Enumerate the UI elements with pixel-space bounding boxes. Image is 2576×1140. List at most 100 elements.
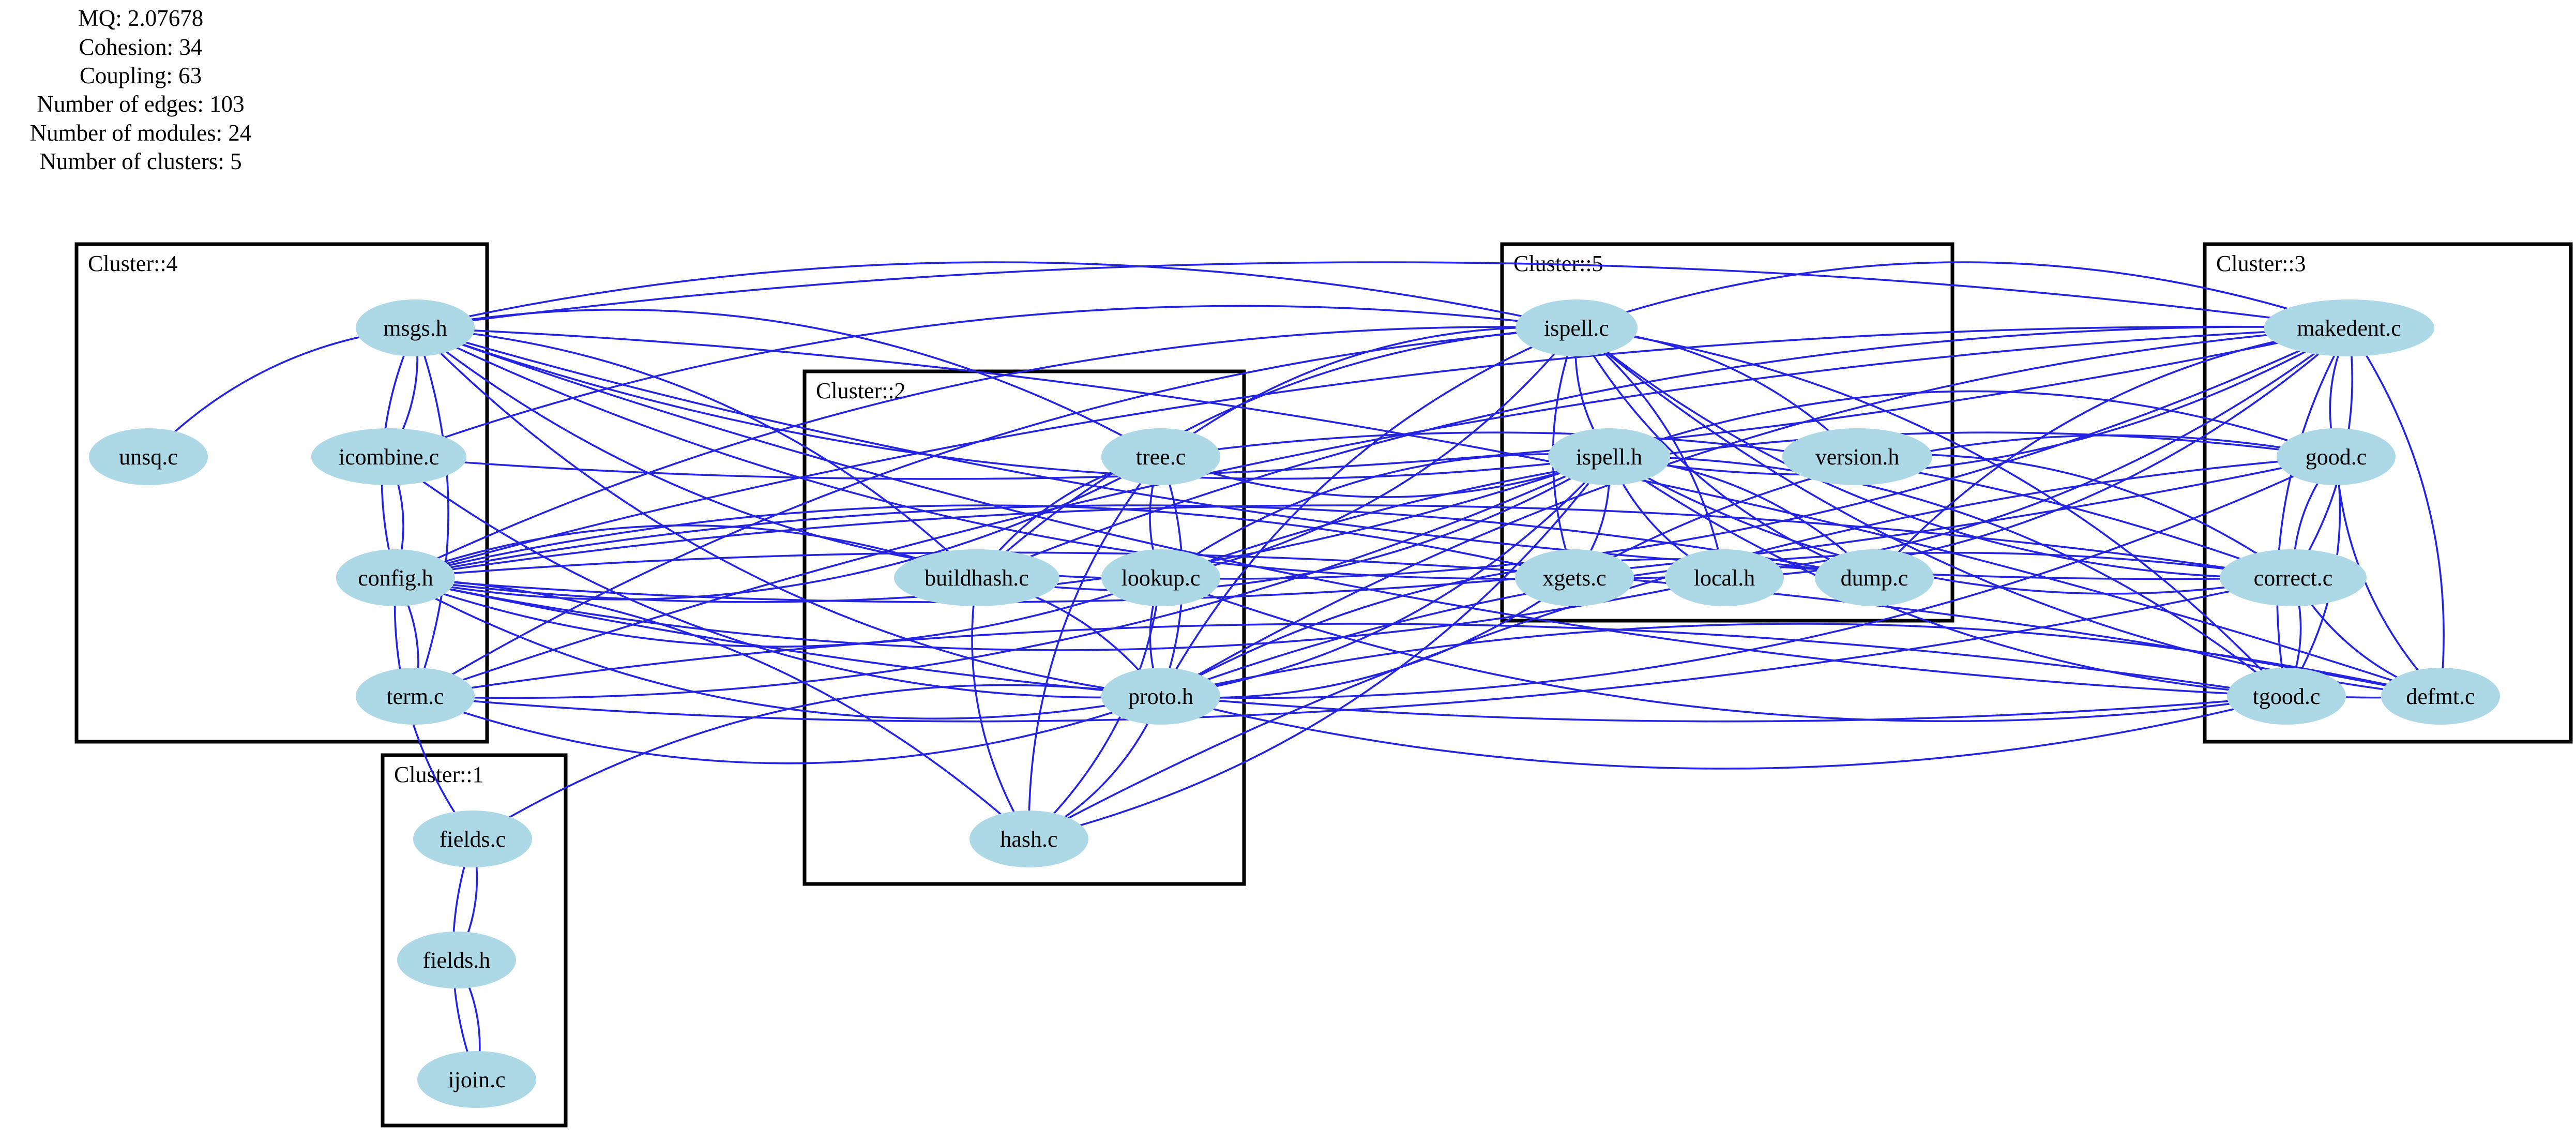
node-ispell_c[interactable]: ispell.c [1516, 299, 1638, 356]
node-tgood_c[interactable]: tgood.c [2227, 668, 2346, 725]
node-ellipse[interactable] [89, 428, 208, 485]
edge-ispell_c-to-tgood_c [1576, 327, 2287, 697]
node-unsq_c[interactable]: unsq.c [89, 428, 208, 485]
node-ellipse[interactable] [1548, 428, 1670, 485]
node-version_h[interactable]: version.h [1782, 428, 1932, 485]
node-xgets_c[interactable]: xgets.c [1515, 549, 1634, 606]
node-defmt_c[interactable]: defmt.c [2381, 668, 2500, 725]
node-msgs_h[interactable]: msgs.h [356, 299, 475, 356]
node-ellipse[interactable] [1665, 549, 1784, 606]
node-ellipse[interactable] [894, 549, 1059, 606]
node-ellipse[interactable] [356, 668, 475, 725]
node-ellipse[interactable] [1782, 428, 1932, 485]
node-label: good.c [2306, 444, 2367, 470]
edge-ispell_c-to-dump_c [1575, 327, 1875, 579]
node-local_h[interactable]: local.h [1665, 549, 1784, 606]
edge-tree_c-to-ispell_h [1160, 456, 1610, 498]
node-ispell_h[interactable]: ispell.h [1548, 428, 1670, 485]
edge-proto_h-to-defmt_c [1160, 623, 2441, 697]
node-ellipse[interactable] [1101, 668, 1220, 725]
cluster-label: Cluster::2 [816, 378, 906, 403]
node-icombine_c[interactable]: icombine.c [311, 428, 466, 485]
node-label: xgets.c [1542, 565, 1606, 591]
node-tree_c[interactable]: tree.c [1101, 428, 1220, 485]
node-ellipse[interactable] [417, 1051, 536, 1108]
node-dump_c[interactable]: dump.c [1815, 549, 1934, 606]
edge-config_h-to-correct_c [395, 504, 2294, 579]
edge-proto_h-to-fields_c [472, 684, 1161, 840]
node-label: tgood.c [2253, 684, 2321, 709]
edge-lookup_c-to-tgood_c [1160, 577, 2287, 723]
edge-msgs_h-to-defmt_c [415, 327, 2441, 697]
node-hash_c[interactable]: hash.c [969, 811, 1088, 867]
node-ellipse[interactable] [2264, 299, 2434, 356]
node-ellipse[interactable] [2227, 668, 2346, 725]
edge-config_h-to-defmt_c [395, 551, 2441, 697]
node-ellipse[interactable] [969, 811, 1088, 867]
edge-config_h-to-hash_c [395, 577, 1030, 840]
node-ellipse[interactable] [356, 299, 475, 356]
edge-msgs_h-to-buildhash_c [415, 327, 978, 579]
node-term_c[interactable]: term.c [356, 668, 475, 725]
edge-ispell_h-to-tgood_c [1609, 456, 2287, 697]
node-ellipse[interactable] [1101, 428, 1220, 485]
node-label: buildhash.c [925, 565, 1029, 591]
node-ellipse[interactable] [2277, 428, 2396, 485]
metric-cohesion: Cohesion: 34 [79, 34, 203, 60]
edge-icombine_c-to-makedent_c [388, 327, 2350, 480]
edge-term_c-to-ispell_c [415, 327, 1577, 697]
edge-term_c-to-correct_c [415, 577, 2294, 723]
edge-tree_c-to-hash_c [1028, 456, 1162, 839]
nodes-layer: msgs.h unsq.c icombine.c config.h term.c tree… [89, 299, 2500, 1108]
cluster-label: Cluster::1 [394, 762, 484, 787]
edge-good_c-to-defmt_c [2335, 456, 2442, 697]
cluster-border [381, 753, 568, 1128]
cluster-c4: Cluster::4 [74, 242, 489, 744]
node-label: term.c [386, 684, 444, 709]
edge-icombine_c-to-ispell_c [388, 305, 1577, 458]
node-ellipse[interactable] [311, 428, 466, 485]
node-label: ispell.c [1544, 316, 1609, 341]
cluster-label: Cluster::4 [88, 251, 178, 276]
edge-proto_h-to-makedent_c [1160, 327, 2350, 697]
metric-edge-count: Number of edges: 103 [37, 91, 244, 117]
edge-ispell_c-to-makedent_c [1576, 261, 2350, 329]
node-label: correct.c [2254, 565, 2333, 591]
node-ellipse[interactable] [1101, 549, 1220, 606]
edge-config_h-to-ispell_c [395, 326, 1577, 579]
node-ellipse[interactable] [1815, 549, 1934, 606]
node-ellipse[interactable] [2220, 549, 2367, 606]
node-label: fields.h [423, 948, 491, 973]
node-buildhash_c[interactable]: buildhash.c [894, 549, 1059, 606]
edge-msgs_h-to-makedent_c [415, 261, 2350, 329]
edge-ispell_c-to-local_h [1575, 327, 1725, 578]
edge-msgs_h-to-tree_c [415, 309, 1161, 458]
node-good_c[interactable]: good.c [2277, 428, 2396, 485]
node-fields_h[interactable]: fields.h [397, 932, 516, 988]
node-lookup_c[interactable]: lookup.c [1101, 549, 1220, 606]
edge-proto_h-to-xgets_c [1160, 577, 1575, 699]
cluster-c3: Cluster::3 [2203, 242, 2573, 744]
edge-proto_h-to-ispell_c [1160, 327, 1577, 697]
node-ellipse[interactable] [413, 811, 532, 867]
node-ellipse[interactable] [397, 932, 516, 988]
node-label: local.h [1694, 565, 1755, 591]
cluster-c1: Cluster::1 [381, 753, 568, 1128]
node-label: makedent.c [2297, 316, 2401, 341]
node-proto_h[interactable]: proto.h [1101, 668, 1220, 725]
node-ellipse[interactable] [1515, 549, 1634, 606]
node-ellipse[interactable] [2381, 668, 2500, 725]
edge-hash_c-to-ispell_h [1028, 456, 1610, 840]
node-fields_c[interactable]: fields.c [413, 811, 532, 867]
node-correct_c[interactable]: correct.c [2220, 549, 2367, 606]
metric-coupling: Coupling: 63 [80, 63, 202, 88]
edge-lookup_c-to-good_c [1160, 431, 2337, 579]
node-label: tree.c [1136, 444, 1186, 470]
node-makedent_c[interactable]: makedent.c [2264, 299, 2434, 356]
node-config_h[interactable]: config.h [336, 549, 455, 606]
node-label: dump.c [1841, 565, 1908, 591]
node-ellipse[interactable] [336, 549, 455, 606]
node-ijoin_c[interactable]: ijoin.c [417, 1051, 536, 1108]
node-label: lookup.c [1122, 565, 1201, 591]
node-ellipse[interactable] [1516, 299, 1638, 356]
